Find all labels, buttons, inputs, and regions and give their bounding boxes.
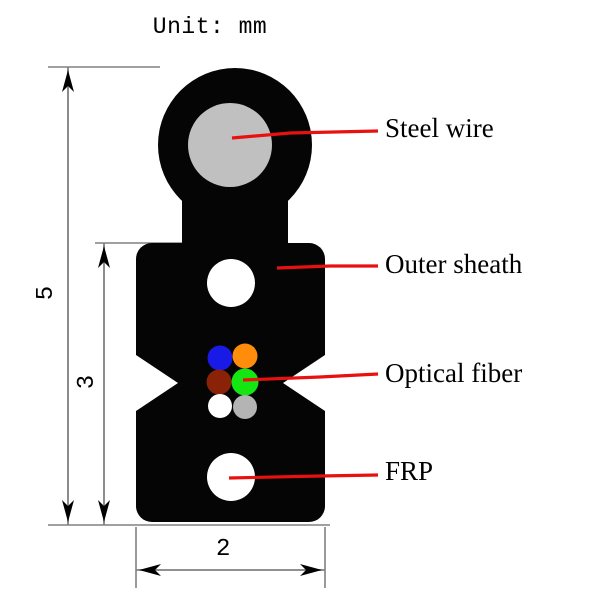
leader-line-outer-sheath xyxy=(276,264,378,270)
arrowhead-width-right xyxy=(300,564,322,576)
unit-note: Unit: mm xyxy=(152,14,268,40)
arrowhead-total-bottom xyxy=(62,500,74,522)
fiber-green xyxy=(231,368,259,396)
callout-label-outer-sheath: Outer sheath xyxy=(385,249,523,279)
arrowhead-width-left xyxy=(139,564,161,576)
dimension-value-total-height: 5 xyxy=(33,285,61,301)
ripcord-notch-right xyxy=(283,355,325,411)
steel-wire-core xyxy=(188,103,272,187)
arrowhead-body-bottom xyxy=(98,500,110,522)
fiber-gray xyxy=(233,395,257,419)
arrowhead-total-top xyxy=(62,70,74,92)
leader-lines xyxy=(228,129,379,480)
leader-line-frp xyxy=(228,473,379,480)
dimension-lines xyxy=(48,66,330,588)
leader-line-steel-wire xyxy=(231,129,379,140)
optical-fiber-bundle xyxy=(206,343,259,419)
callout-label-steel-wire: Steel wire xyxy=(385,113,494,143)
arrowhead-body-top xyxy=(98,246,110,268)
fiber-blue xyxy=(207,345,233,371)
fiber-white xyxy=(208,394,232,418)
ripcord-notch-left xyxy=(136,355,178,411)
callout-label-optical-fiber: Optical fiber xyxy=(385,358,523,388)
leader-line-optical-fiber xyxy=(242,372,379,382)
fiber-orange xyxy=(232,343,258,369)
frp-rod-top xyxy=(207,259,255,307)
callout-label-frp: FRP xyxy=(385,456,434,486)
dimension-value-body-width: 2 xyxy=(216,536,231,563)
dimension-value-body-height: 3 xyxy=(74,374,102,390)
fiber-brown xyxy=(206,369,232,395)
